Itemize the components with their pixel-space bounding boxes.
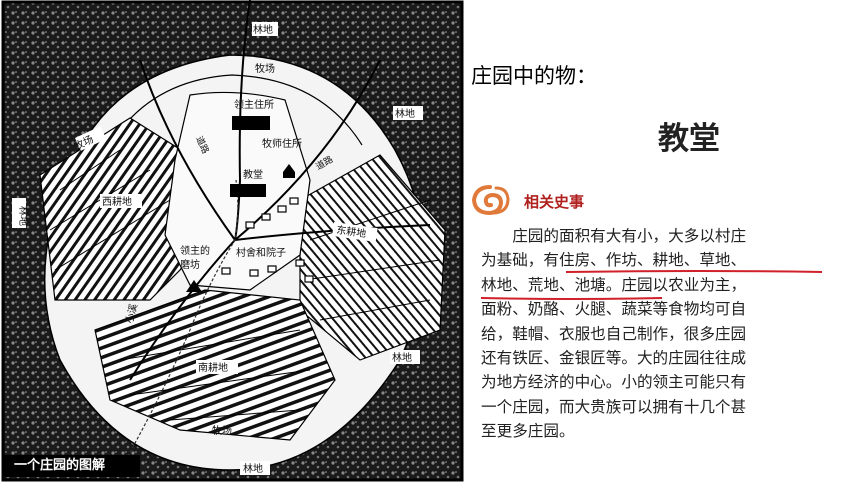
label-forest-bottom: 林地 <box>243 462 263 475</box>
highlight-term: 教堂 <box>658 121 720 157</box>
label-forest-right-top: 林地 <box>395 107 415 120</box>
article-line: 林地、荒地、池塘。庄园以农业为主， <box>481 275 747 294</box>
label-mill-1: 领主的 <box>180 244 210 257</box>
label-forest-top: 林地 <box>253 23 273 36</box>
church-building <box>230 184 266 197</box>
label-village: 村舍和院子 <box>236 246 286 259</box>
label-east-field: 东耕地 <box>336 223 368 240</box>
label-pasture-bottom: 牧场 <box>212 424 232 437</box>
label-west-field: 西耕地 <box>102 195 132 208</box>
label-mill-2: 磨坊 <box>180 258 200 271</box>
label-priest-house: 牧师住所 <box>262 137 302 150</box>
lord-house-building <box>232 116 270 130</box>
label-stream: 小溪 <box>123 302 140 324</box>
mill-building <box>186 280 202 292</box>
label-church: 教堂 <box>243 168 263 181</box>
label-forest-right-bottom: 林地 <box>392 351 412 364</box>
label-lord-house: 领主住所 <box>234 98 274 111</box>
priest-house-building <box>283 164 295 178</box>
related-history-header: 相关史事 <box>470 183 850 217</box>
related-history-title: 相关史事 <box>524 193 585 211</box>
article-line: 面粉、奶酪、火腿、蔬菜等食物均可自 <box>481 300 747 319</box>
label-forest-left: 林地 <box>17 206 30 226</box>
article-body: 庄园的面积有大有小，大多以村庄 为基础，有住房、作坊、耕地、草地、 林地、荒地、… <box>481 224 841 444</box>
map-caption: 一个庄园的图解 <box>4 455 140 477</box>
label-pasture-top: 牧场 <box>255 62 275 75</box>
article-line: 一个庄园，而大贵族可以拥有十几个甚 <box>481 397 747 416</box>
article-line: 庄园的面积有大有小，大多以村庄 <box>512 227 747 245</box>
article-line: 还有铁匠、金银匠等。大的庄园往往成 <box>481 349 747 368</box>
article-line: 至更多庄园。 <box>481 422 575 441</box>
spiral-logo-icon <box>471 185 510 216</box>
article-line: 为地方经济的中心。小的领主可能只有 <box>481 373 747 392</box>
manor-map: 林地 牧场 领主住所 牧师住所 教堂 道路 道路 牧场 林地 林地 西耕地 东耕… <box>1 0 464 482</box>
section-heading: 庄园中的物： <box>471 64 597 88</box>
stream-line <box>119 179 239 471</box>
article-line: 为基础，有住房、作坊、耕地、草地、 <box>481 251 747 270</box>
cottages <box>221 197 314 283</box>
label-south-field: 南耕地 <box>198 361 228 374</box>
article-line: 给，鞋帽、衣服也自己制作，很多庄园 <box>481 324 747 343</box>
map-labels: 林地 牧场 领主住所 牧师住所 教堂 道路 道路 牧场 林地 林地 西耕地 东耕… <box>12 22 423 475</box>
